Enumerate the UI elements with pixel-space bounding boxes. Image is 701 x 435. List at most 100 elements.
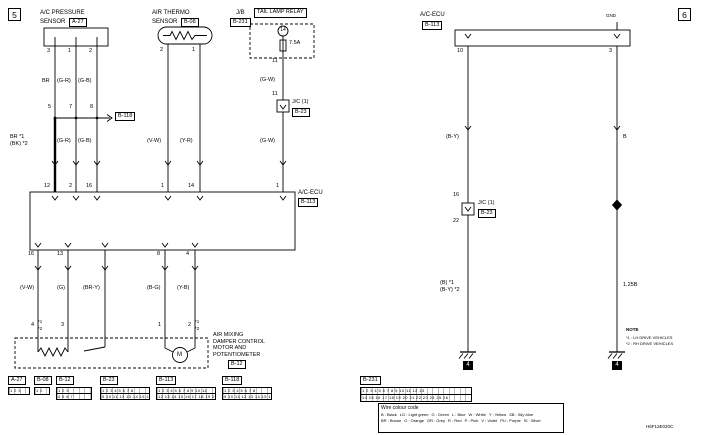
- thermo-sensor-symbol: [157, 26, 213, 192]
- jc-right-title: J/C (1): [478, 200, 495, 206]
- connector-label-b23: B-23: [100, 376, 118, 386]
- thermo-sensor-title-line2: SENSOR B-08: [152, 18, 199, 28]
- branch-connector-code: B-118: [115, 112, 136, 122]
- ground-wires-right: [461, 46, 623, 352]
- pressure-sensor-pin3: 3: [47, 48, 51, 54]
- wire-color-gw-lower: (G-W): [260, 138, 275, 144]
- wire-color-yr: (Y-R): [180, 138, 193, 144]
- jc-pin-11: 11: [272, 91, 278, 97]
- actuator-note-1-left: *1: [38, 319, 43, 324]
- note-title: NOTE: [626, 327, 639, 332]
- wire-color-br-lh: BR *1: [10, 134, 25, 140]
- pressure-sensor-symbol: [43, 27, 109, 47]
- ecu-bottom-pin-8: 8: [157, 251, 161, 257]
- wire-color-bry: (BR-Y): [83, 285, 100, 291]
- pressure-sensor-title-word: SENSOR: [40, 19, 66, 25]
- branch-pin-5: 5: [48, 104, 52, 110]
- legend-row-2: BR : Brown O : Orange GR : Grey R : Red …: [379, 417, 563, 423]
- wire-color-125b: 1.25B: [623, 282, 638, 288]
- actuator-note-2-left: *2: [38, 326, 43, 331]
- drawing-code: H6F12E020C: [646, 424, 674, 429]
- actuator-title-line: AIR MIXING: [213, 332, 244, 338]
- relay-terminal-14: 14: [280, 27, 286, 33]
- actuator-title-line: MOTOR AND: [213, 345, 247, 352]
- legend-entry: PU : Purple: [500, 418, 521, 423]
- actuator-pin-1: 1: [158, 322, 162, 328]
- thermo-sensor-title-word: SENSOR: [152, 19, 178, 25]
- actuator-connector-code: B-12: [228, 360, 246, 370]
- ecu-top-pin-1a: 1: [161, 183, 165, 189]
- wire-color-gr: (G-R): [57, 78, 71, 84]
- wire-color-br: BR: [42, 78, 50, 84]
- pressure-sensor-title-line1: A/C PRESSURE: [40, 10, 85, 16]
- legend-entry: R : Red: [448, 418, 462, 423]
- actuator-pin-4: 4: [31, 322, 35, 328]
- pressure-sensor-connector-code: A-27: [69, 18, 87, 28]
- wire-direction-arrows: [34, 33, 621, 271]
- connector-pinout-b113: 1 2 3 4 5 6 7 8 9 10 11 12 13 14 15 16 1…: [156, 387, 216, 400]
- damper-motor-symbol: [14, 337, 209, 369]
- pin-row: 1 2 3: [58, 388, 69, 393]
- connector-label-b118: B-118: [222, 376, 243, 386]
- jc-left-connector-code: B-23: [292, 108, 310, 118]
- ecu-right-pin-3: 3: [609, 48, 613, 54]
- pressure-sensor-pin2: 2: [89, 48, 93, 54]
- connector-label-b12: B-12: [56, 376, 74, 386]
- ground-symbol-left: [458, 351, 476, 359]
- legend-title: Wire colour code: [381, 405, 419, 411]
- junction-block-relay-symbol: [249, 23, 315, 192]
- junction-dots: [53, 116, 99, 120]
- legend-entry: P : Pink: [464, 418, 479, 423]
- wire-color-gw-upper: (G-W): [260, 77, 275, 83]
- page-number-left: 5: [8, 8, 21, 21]
- legend-entry: L : Blue: [452, 412, 466, 417]
- ground-ref-left: 4: [463, 361, 473, 370]
- legend-entry: GR : Grey: [427, 418, 446, 423]
- pin-row: 12 13 14 15 16 17 18 19 20 21 22: [157, 393, 215, 400]
- ecu-box-left: [29, 191, 296, 251]
- connector-pinout-b23: 1 2 3 4 5 6 7 8 9 10 11 12 13 14 15 16: [100, 387, 150, 400]
- fuse-rating: 7.5A: [289, 40, 301, 46]
- pin-row: 14 15 16 17 18 19 20 21 22 23 24 25 26: [361, 394, 471, 400]
- actuator-title-line: DAMPER CONTROL: [213, 338, 265, 345]
- pin-row: 1 2 3: [10, 388, 21, 394]
- ecu-top-pin-1b: 1: [276, 183, 280, 189]
- connector-pinout-a27: 1 2 3: [8, 387, 30, 395]
- junction-block-title: J/B: [236, 10, 245, 16]
- connector-pinout-b231: 1 2 3 4 5 6 7 8 9 10 11 12 13 14 15 16 1…: [360, 387, 472, 402]
- jc-right-pin-16: 16: [453, 192, 460, 198]
- connector-pinout-b118: 1 2 3 4 5 6 7 8 9 10 11 12 13 14 15 16: [222, 387, 272, 400]
- branch-pin-8: 8: [90, 104, 94, 110]
- pin-row: 1 2 3 4 5 6 7 8: [102, 388, 134, 393]
- wire-color-vw: (V-W): [147, 138, 162, 144]
- motor-letter: M: [177, 352, 182, 358]
- wire-colour-code-legend: Wire colour code B : Black LG : Light gr…: [378, 403, 564, 433]
- pin-row: 1 2: [36, 388, 43, 394]
- note-line2: *2 : RH DRIVE VEHICLES: [626, 341, 674, 346]
- pin-row: 9 10 11 12 13 14 15 16: [101, 393, 150, 400]
- actuator-title-line: POTENTIOMETER: [213, 352, 261, 359]
- ecu-bottom-pin-13: 13: [57, 251, 64, 257]
- wire-color-vw-lower: (V-W): [20, 285, 35, 291]
- ecu-right-title: A/C-ECU: [420, 12, 445, 18]
- thermo-sensor-title-line1: AIR THERMO: [152, 10, 190, 16]
- actuator-note-2-right: *2: [195, 326, 200, 331]
- pin-row: 9 10 11 12 13 14 15 16: [223, 393, 272, 400]
- wire-color-by: (B-Y): [446, 134, 459, 140]
- pin-row: 1 2 3 4 5 6 7 8: [224, 388, 256, 393]
- wire-color-by-rh: (B-Y) *2: [440, 287, 460, 293]
- actuator-note-1-right: *1: [195, 319, 200, 324]
- thermo-sensor-pin2: 2: [160, 47, 164, 53]
- connector-label-a27: A-27: [8, 376, 26, 386]
- ground-ref-right: 4: [612, 361, 622, 370]
- pressure-sensor-pin1: 1: [68, 48, 72, 54]
- ecu-left-title: A/C-ECU: [298, 190, 323, 196]
- pin-row: 1 2 3 4 5 6 7 8 9 10 11 12 13: [362, 388, 425, 394]
- pin-row: 1 2 3 4 5 6 7 8 9 10 11: [158, 388, 207, 393]
- relay-out-pin-11: 11: [272, 58, 278, 64]
- legend-entry: Y : Yellow: [488, 412, 507, 417]
- wire-color-gb: (G-B): [78, 78, 92, 84]
- legend-entry: W : White: [468, 412, 486, 417]
- ground-symbol-right: [607, 351, 625, 359]
